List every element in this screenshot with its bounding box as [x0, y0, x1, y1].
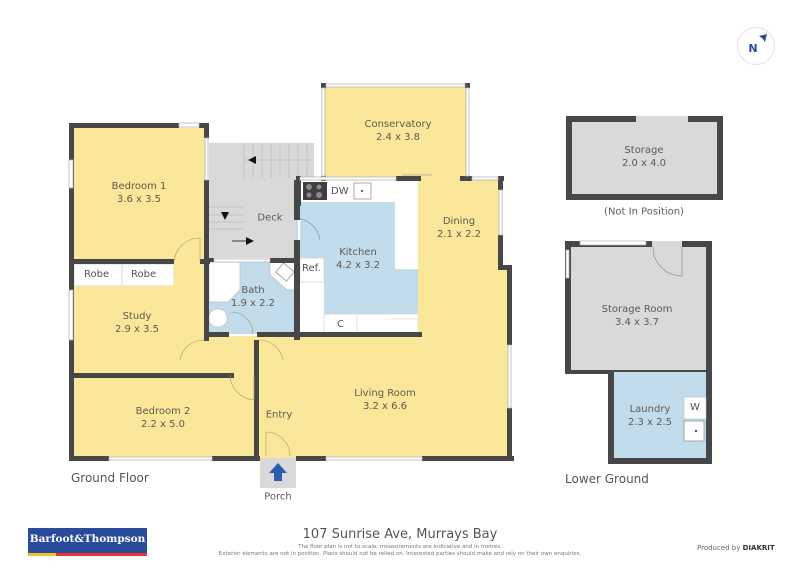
fixture-washer: W: [690, 402, 700, 413]
floor-title-lower: Lower Ground: [565, 472, 649, 486]
room-name: Study: [122, 311, 152, 322]
room-dims: 2.2 x 5.0: [140, 419, 186, 430]
room-entry: Entry: [266, 409, 293, 422]
compass: N: [737, 27, 775, 65]
room-storage-room: Storage Room 3.4 x 3.7: [602, 303, 673, 329]
fixture-fridge: Ref.: [302, 263, 321, 274]
fixture-dishwasher: DW: [331, 186, 349, 197]
room-dims: 4.2 x 3.2: [335, 260, 381, 271]
room-porch: Porch: [264, 491, 292, 504]
room-name: Bedroom 2: [135, 406, 191, 417]
north-arrow-icon: N: [748, 34, 767, 55]
room-bedroom-1: Bedroom 1 3.6 x 3.5: [112, 180, 167, 206]
room-dims: 2.1 x 2.2: [436, 229, 482, 240]
room-dims: 2.4 x 3.8: [375, 132, 421, 143]
room-name: Storage: [624, 145, 664, 156]
room-name: Dining: [442, 216, 476, 227]
entry-arrow-icon: [269, 463, 287, 481]
svg-text:N: N: [748, 42, 757, 55]
room-dims: 2.3 x 2.5: [627, 417, 673, 428]
room-name: Bath: [241, 285, 265, 296]
room-name: Kitchen: [339, 247, 377, 258]
disclaimer-line-2: Exterior elements are not in position. P…: [218, 551, 582, 557]
room-dining: Dining 2.1 x 2.2: [437, 215, 481, 241]
room-name: Storage Room: [601, 304, 673, 315]
floor-title-ground: Ground Floor: [71, 471, 149, 485]
property-address: 107 Sunrise Ave, Murrays Bay: [302, 527, 498, 542]
room-name: Porch: [264, 491, 292, 503]
room-dims: 3.2 x 6.6: [362, 401, 408, 412]
room-name: Entry: [265, 409, 293, 421]
room-name: Deck: [257, 212, 283, 224]
room-dims: 2.9 x 3.5: [114, 324, 160, 335]
room-dims: 1.9 x 2.2: [230, 298, 276, 309]
dining-area: [418, 180, 502, 340]
fixture-robe-2: Robe: [131, 269, 157, 280]
room-dims: 3.6 x 3.5: [116, 194, 162, 205]
room-study: Study 2.9 x 3.5: [115, 310, 159, 336]
storage-position-note: (Not In Position): [604, 206, 684, 218]
room-kitchen: Kitchen 4.2 x 3.2: [336, 246, 380, 272]
disclaimer-line-1: The floor plan is not to scale; measurem…: [298, 544, 502, 550]
room-name: Laundry: [629, 404, 671, 415]
stairs-left: [209, 143, 244, 258]
room-bath: Bath 1.9 x 2.2: [231, 284, 275, 310]
storage-area: [572, 122, 717, 194]
deck-area: [244, 178, 296, 258]
storage-room-area: [571, 247, 706, 370]
agency-logo: Barfoot&Thompson: [28, 528, 147, 556]
room-name: Living Room: [354, 388, 416, 399]
fixture-cupboard: C: [337, 319, 344, 330]
room-laundry: Laundry 2.3 x 2.5: [628, 403, 672, 429]
room-storage: Storage 2.0 x 4.0: [622, 144, 666, 170]
room-deck: Deck: [257, 212, 282, 225]
room-conservatory: Conservatory 2.4 x 3.8: [364, 118, 431, 144]
room-name: Conservatory: [364, 119, 432, 130]
fixture-robe-1: Robe: [84, 269, 110, 280]
room-bedroom-2: Bedroom 2 2.2 x 5.0: [136, 405, 191, 431]
bedroom-2-area: [74, 377, 259, 458]
room-name: Bedroom 1: [111, 181, 167, 192]
conservatory-area: [325, 87, 467, 180]
bedroom-1-area: [74, 128, 207, 262]
room-living-room: Living Room 3.2 x 6.6: [354, 387, 415, 413]
floor-plan-drawing: [68, 83, 723, 488]
produced-by: Produced by DIAKRIT: [697, 544, 775, 552]
room-dims: 3.4 x 3.7: [614, 317, 660, 328]
room-dims: 2.0 x 4.0: [621, 158, 667, 169]
study-area: [74, 286, 207, 373]
living-room-area: [259, 336, 509, 458]
